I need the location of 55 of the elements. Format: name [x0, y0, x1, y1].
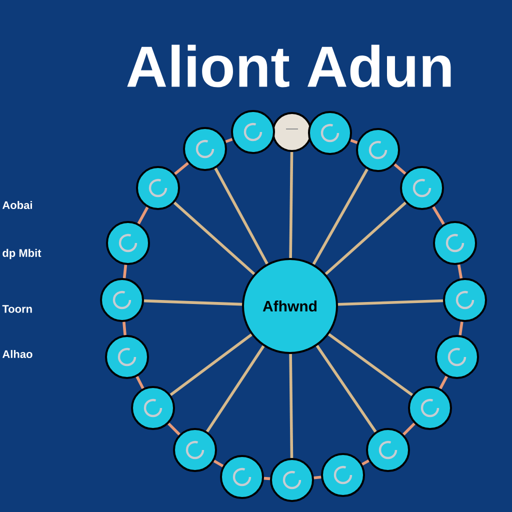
ring-link	[350, 139, 358, 144]
icon-circle	[220, 455, 264, 499]
ring-link	[264, 476, 270, 480]
icon-circle	[106, 221, 150, 265]
ring-link	[136, 376, 144, 390]
icon-circle	[435, 335, 479, 379]
spoke-line	[206, 345, 265, 432]
icon-circle	[356, 128, 400, 172]
icon-circle	[183, 127, 227, 171]
icon-circle	[408, 386, 452, 430]
spoke-line	[338, 299, 444, 306]
ring-link	[122, 322, 126, 336]
spoke-line	[170, 334, 252, 396]
icon-circle	[131, 386, 175, 430]
ring-link	[122, 264, 128, 278]
spoke-line	[289, 152, 294, 258]
icon-circle	[400, 166, 444, 210]
spoke-line	[324, 202, 407, 276]
side-label: Aobai	[2, 200, 32, 210]
ring-link	[168, 422, 180, 436]
side-label: dp Mbit	[2, 248, 42, 260]
ring-link	[137, 206, 149, 224]
spoke-line	[316, 344, 377, 433]
ring-link	[432, 206, 445, 225]
icon-circle	[272, 112, 312, 152]
title: Aliont Adun	[127, 44, 451, 88]
icon-circle	[308, 111, 352, 155]
ring-link	[362, 459, 370, 466]
icon-circle	[136, 166, 180, 210]
icon-circle	[231, 110, 275, 154]
ring-link	[457, 264, 463, 279]
spoke-line	[144, 299, 242, 306]
icon-circle	[105, 335, 149, 379]
icon-circle	[100, 278, 144, 322]
ring-link	[394, 163, 406, 175]
ring-link	[225, 138, 233, 143]
ring-link	[439, 376, 448, 390]
side-label: Toorn	[2, 305, 32, 313]
ring-link	[174, 162, 189, 176]
icon-circle	[433, 221, 477, 265]
spoke-line	[328, 333, 414, 396]
side-label: Alhao	[2, 350, 32, 358]
spoke-line	[289, 354, 294, 458]
icon-circle	[270, 458, 314, 502]
icon-circle	[443, 278, 487, 322]
spoke-line	[312, 168, 368, 265]
ring-link	[402, 422, 416, 436]
spoke-line	[214, 168, 268, 264]
ring-link	[213, 460, 224, 468]
icon-circle	[173, 428, 217, 472]
icon-circle	[321, 453, 365, 497]
spoke-line	[173, 202, 256, 276]
ring-link	[458, 322, 464, 336]
icon-circle	[366, 428, 410, 472]
ring-link	[314, 476, 322, 480]
